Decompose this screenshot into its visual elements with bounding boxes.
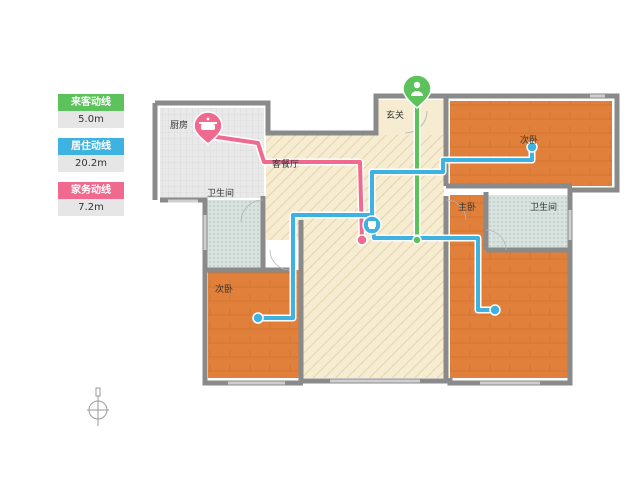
room-label-bath-left: 卫生间: [207, 187, 234, 199]
room-label-bath-right: 卫生间: [530, 201, 557, 213]
room-label-kitchen: 厨房: [170, 119, 188, 131]
route-end-dot: [356, 234, 368, 246]
room-label-bedroom-left: 次卧: [215, 283, 233, 295]
legend-living-route: 居住动线 20.2m: [58, 138, 124, 172]
room-label-master-bedroom: 主卧: [458, 201, 476, 213]
legend-living-label: 居住动线: [58, 138, 124, 155]
room-label-bedroom-top-right: 次卧: [520, 134, 538, 146]
room-label-entry: 玄关: [386, 109, 404, 121]
route-end-dot: [489, 304, 501, 316]
room-label-living-dining: 客餐厅: [272, 158, 299, 170]
master-bedroom-floor: [450, 195, 488, 255]
living-route-hub-icon: [362, 215, 382, 235]
north-compass-icon: [87, 387, 109, 426]
windows: [168, 94, 605, 385]
cooking-pot-pin-icon: [193, 111, 223, 145]
legend-living-length: 20.2m: [58, 155, 124, 172]
master-bedroom-floor-main: [450, 250, 568, 378]
route-end-dot: [252, 312, 264, 324]
living-dining-floor-bottom: [300, 220, 444, 378]
route-legend: 来客动线 5.0m 居住动线 20.2m 家务动线 7.2m: [58, 94, 124, 226]
bedroom-left-floor: [208, 270, 301, 378]
legend-guest-length: 5.0m: [58, 111, 124, 128]
legend-guest-route: 来客动线 5.0m: [58, 94, 124, 128]
legend-guest-label: 来客动线: [58, 94, 124, 111]
legend-chore-label: 家务动线: [58, 182, 124, 199]
bath-right-floor: [488, 195, 570, 251]
route-end-dot: [526, 141, 538, 153]
bath-left-floor: [205, 200, 263, 268]
legend-chore-length: 7.2m: [58, 199, 124, 216]
legend-chore-route: 家务动线 7.2m: [58, 182, 124, 216]
route-end-dot: [412, 235, 422, 245]
person-pin-icon: [402, 74, 432, 109]
